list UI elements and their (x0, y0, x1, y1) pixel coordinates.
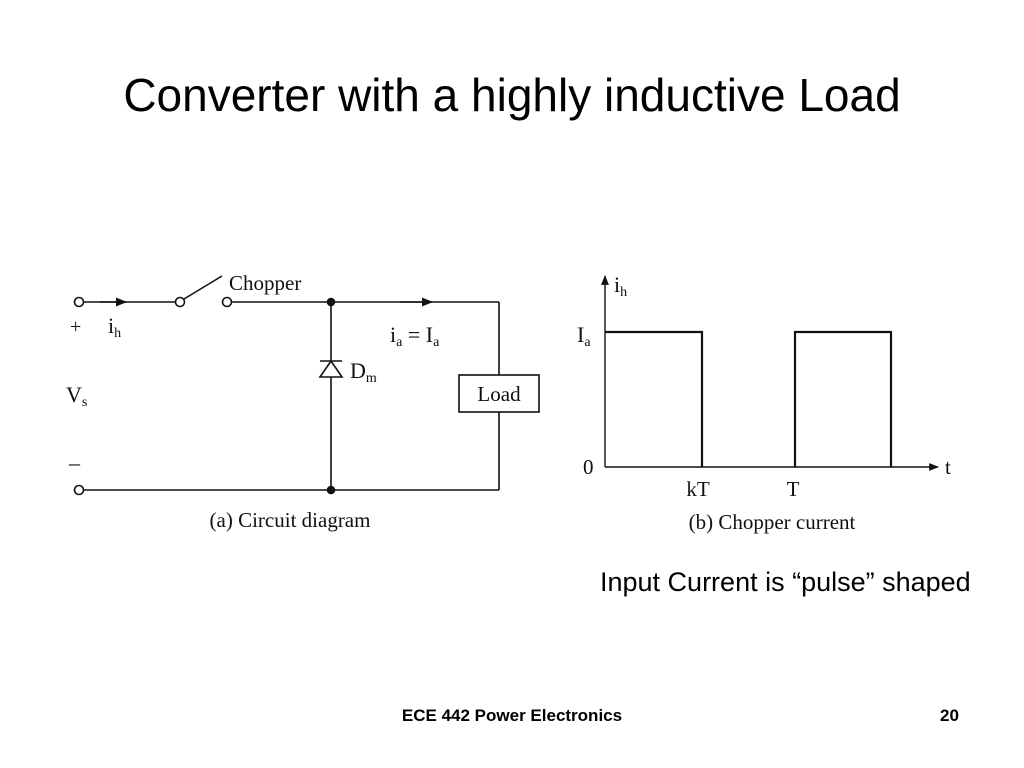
circuit-diagram (73, 275, 540, 496)
minus-sign: – (68, 450, 81, 475)
current-pulse-1 (605, 330, 704, 467)
load-label: Load (477, 382, 521, 406)
level-label-ia: Ia (577, 322, 591, 350)
chopper-label: Chopper (229, 271, 301, 295)
dm-label: Dm (350, 358, 377, 386)
diode-icon (318, 359, 344, 378)
circuit-caption: (a) Circuit diagram (210, 508, 371, 532)
plus-sign: + (70, 316, 81, 338)
tick-label-kt: kT (686, 477, 710, 501)
note-text: Input Current is “pulse” shaped (600, 567, 971, 597)
current-pulse-2 (793, 330, 893, 467)
x-axis-label: t (945, 455, 951, 479)
switch-blade (183, 275, 223, 300)
slide-title: Converter with a highly inductive Load (123, 69, 901, 121)
page-number: 20 (940, 706, 959, 725)
switch-contact-right (221, 296, 233, 308)
origin-label: 0 (583, 455, 594, 479)
waveform-y-label: ih (614, 272, 627, 300)
vs-label: Vs (66, 382, 87, 410)
switch-contact-left (174, 296, 186, 308)
load-box (458, 374, 540, 413)
ih-label: ih (108, 313, 121, 341)
input-terminal-negative (73, 484, 85, 496)
current-waveform (601, 275, 939, 471)
input-terminal-positive (73, 296, 85, 308)
ia-equals-label: ia = Ia (390, 322, 440, 350)
tick-label-t: T (787, 477, 800, 501)
waveform-caption: (b) Chopper current (689, 510, 856, 534)
footer-course: ECE 442 Power Electronics (401, 706, 623, 725)
